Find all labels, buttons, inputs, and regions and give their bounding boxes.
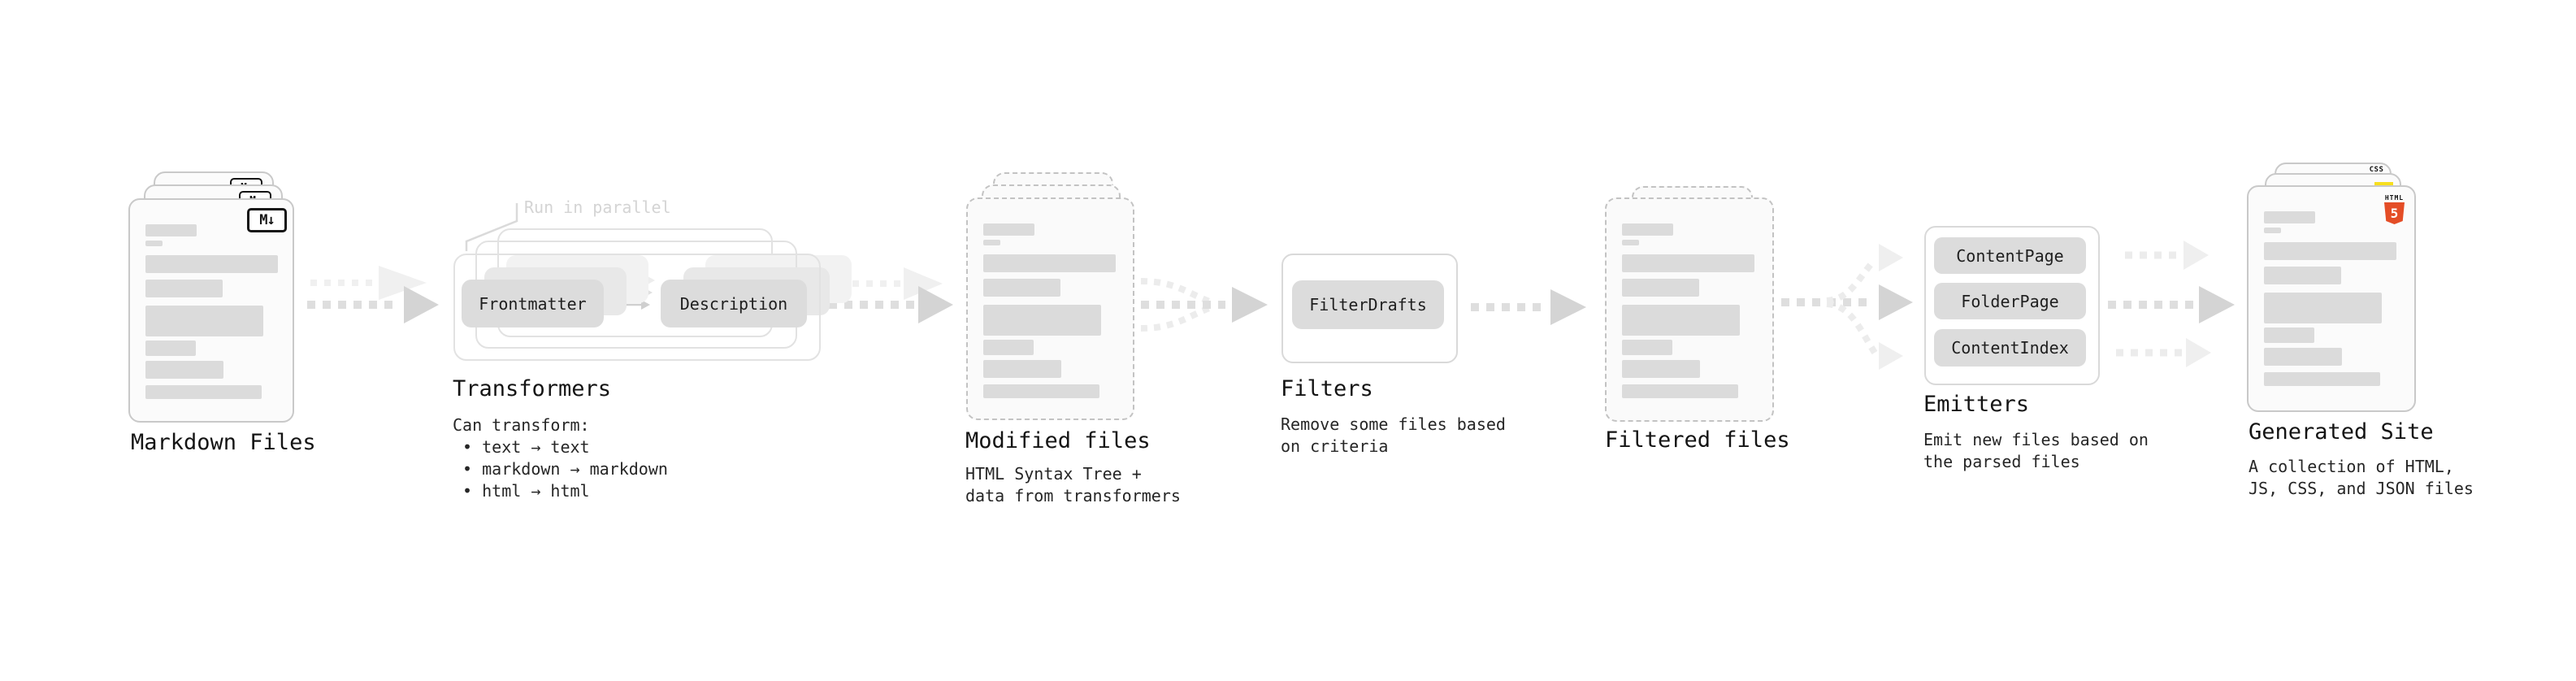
placeholder-text-bar (145, 306, 263, 336)
arrow-markdown-to-transformers (307, 266, 439, 323)
placeholder-text-bar (983, 254, 1116, 272)
stage-description: Emit new files based on the parsed files (1923, 430, 2149, 471)
placeholder-text-bar (983, 384, 1099, 398)
markdown-icon: M↓ (247, 208, 287, 232)
arrow-filters-to-filtered (1471, 289, 1586, 325)
placeholder-text-bar (983, 223, 1034, 236)
stage-title: Emitters (1923, 392, 2030, 417)
placeholder-text-bar (2264, 293, 2382, 323)
placeholder-text-bar (2264, 327, 2314, 343)
transformer-layer-box (453, 254, 821, 361)
placeholder-text-bar (2264, 267, 2341, 284)
placeholder-text-bar (2264, 242, 2396, 260)
file-card (1605, 197, 1774, 422)
placeholder-text-bar (145, 280, 223, 297)
html5-icon: HTML 5 (2383, 194, 2405, 224)
placeholder-text-bar (983, 279, 1060, 297)
placeholder-text-bar (2264, 211, 2315, 223)
transformer-chip-description: Description (661, 280, 807, 327)
arrow-modified-to-filters (1140, 278, 1268, 332)
placeholder-text-bar (1622, 254, 1754, 272)
stage-description: Can transform: • text → text • markdown … (453, 415, 668, 501)
placeholder-text-bar (145, 241, 163, 246)
stage-title: Transformers (453, 376, 612, 401)
file-card (966, 197, 1134, 420)
stage-title: Filtered files (1605, 427, 1790, 453)
placeholder-text-bar (145, 361, 223, 379)
placeholder-text-bar (145, 255, 278, 273)
emitter-chip-folderpage: FolderPage (1934, 283, 2086, 319)
stage-title: Markdown Files (131, 430, 316, 455)
placeholder-text-bar (1622, 279, 1699, 297)
file-card: HTML 5 (2247, 185, 2416, 412)
placeholder-text-bar (1622, 384, 1738, 398)
placeholder-text-bar (2264, 372, 2380, 386)
placeholder-text-bar (1622, 305, 1740, 336)
placeholder-text-bar (145, 385, 262, 399)
emitter-chip-contentpage: ContentPage (1934, 237, 2086, 274)
arrow-emitters-to-generated (2108, 241, 2235, 367)
stage-description: HTML Syntax Tree + data from transformer… (965, 464, 1181, 505)
stage-title: Modified files (965, 428, 1151, 453)
placeholder-text-bar (2264, 228, 2281, 233)
placeholder-text-bar (145, 340, 196, 356)
filter-chip-filterdrafts: FilterDrafts (1292, 280, 1444, 329)
stage-title: Generated Site (2249, 419, 2434, 445)
run-in-parallel-note: Run in parallel (524, 197, 671, 217)
arrow-filtered-to-emitters (1781, 244, 1913, 370)
stage-title: Filters (1281, 376, 1373, 401)
placeholder-text-bar (1622, 223, 1673, 236)
placeholder-text-bar (983, 305, 1101, 336)
placeholder-text-bar (145, 224, 197, 236)
placeholder-text-bar (1622, 240, 1639, 245)
stage-description: A collection of HTML, JS, CSS, and JSON … (2249, 457, 2474, 498)
placeholder-text-bar (1622, 360, 1700, 378)
emitter-chip-contentindex: ContentIndex (1934, 329, 2086, 367)
placeholder-text-bar (983, 360, 1061, 378)
placeholder-text-bar (983, 240, 1000, 245)
file-card: M↓ (128, 198, 294, 423)
stage-description: Remove some files based on criteria (1281, 414, 1506, 456)
placeholder-text-bar (1622, 340, 1672, 355)
transformer-chip-frontmatter: Frontmatter (462, 280, 604, 327)
placeholder-text-bar (983, 340, 1034, 355)
placeholder-text-bar (2264, 348, 2342, 366)
